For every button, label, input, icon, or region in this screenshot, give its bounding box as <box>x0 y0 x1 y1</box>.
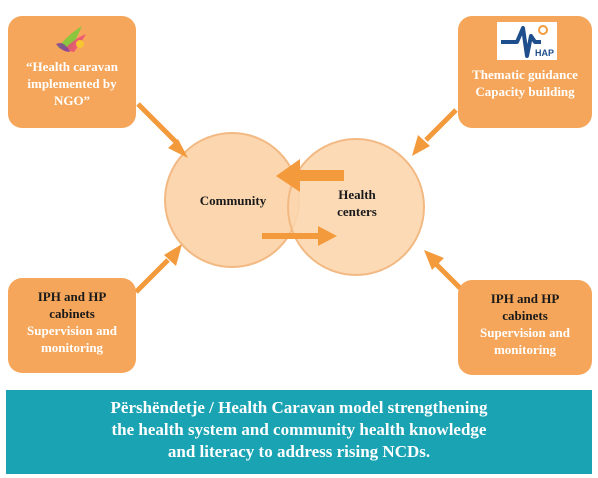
arrow-community-to-health <box>262 226 337 246</box>
health-centers-label-line1: Health <box>338 187 376 202</box>
caption-line3: and literacy to address rising NCDs. <box>167 442 431 461</box>
iph-right-line3: Supervision and <box>480 325 570 340</box>
caption-banner: Përshëndetje / Health Caravan model stre… <box>6 390 592 474</box>
health-centers-label: Health centers <box>322 186 392 220</box>
hap-box-line1: Thematic guidance <box>472 67 578 82</box>
community-label: Community <box>199 193 267 208</box>
hap-logo-text: HAP <box>535 48 554 58</box>
caption-line1: Përshëndetje / Health Caravan model stre… <box>110 398 488 417</box>
hap-box: Thematic guidance Capacity building <box>458 16 592 128</box>
iph-right-line1: IPH and HP <box>490 291 560 306</box>
health-centers-label-line2: centers <box>337 204 377 219</box>
iph-right-line2: cabinets <box>502 308 548 323</box>
caption-line2: the health system and community health k… <box>111 420 487 439</box>
ngo-box-line2: implemented by <box>27 76 117 91</box>
arrow-iph-left-to-community <box>134 244 182 294</box>
iph-left-line3: Supervision and <box>27 323 117 338</box>
iph-left-line4: monitoring <box>40 340 104 355</box>
hap-box-line2: Capacity building <box>475 84 575 99</box>
hap-logo-icon: HAP <box>497 22 557 60</box>
iph-right-box: IPH and HP cabinets Supervision and moni… <box>458 280 592 375</box>
iph-left-line2: cabinets <box>49 306 95 321</box>
arrow-health-to-community <box>276 159 344 192</box>
iph-left-box: IPH and HP cabinets Supervision and moni… <box>8 278 136 373</box>
arrow-ngo-to-community <box>136 102 188 158</box>
ngo-box-line1: “Health caravan <box>25 59 119 74</box>
ngo-logo-icon <box>56 26 86 52</box>
ngo-box-line3: NGO” <box>53 93 91 108</box>
iph-right-line4: monitoring <box>493 342 557 357</box>
iph-left-line1: IPH and HP <box>37 289 107 304</box>
arrow-hap-to-health <box>412 108 458 156</box>
